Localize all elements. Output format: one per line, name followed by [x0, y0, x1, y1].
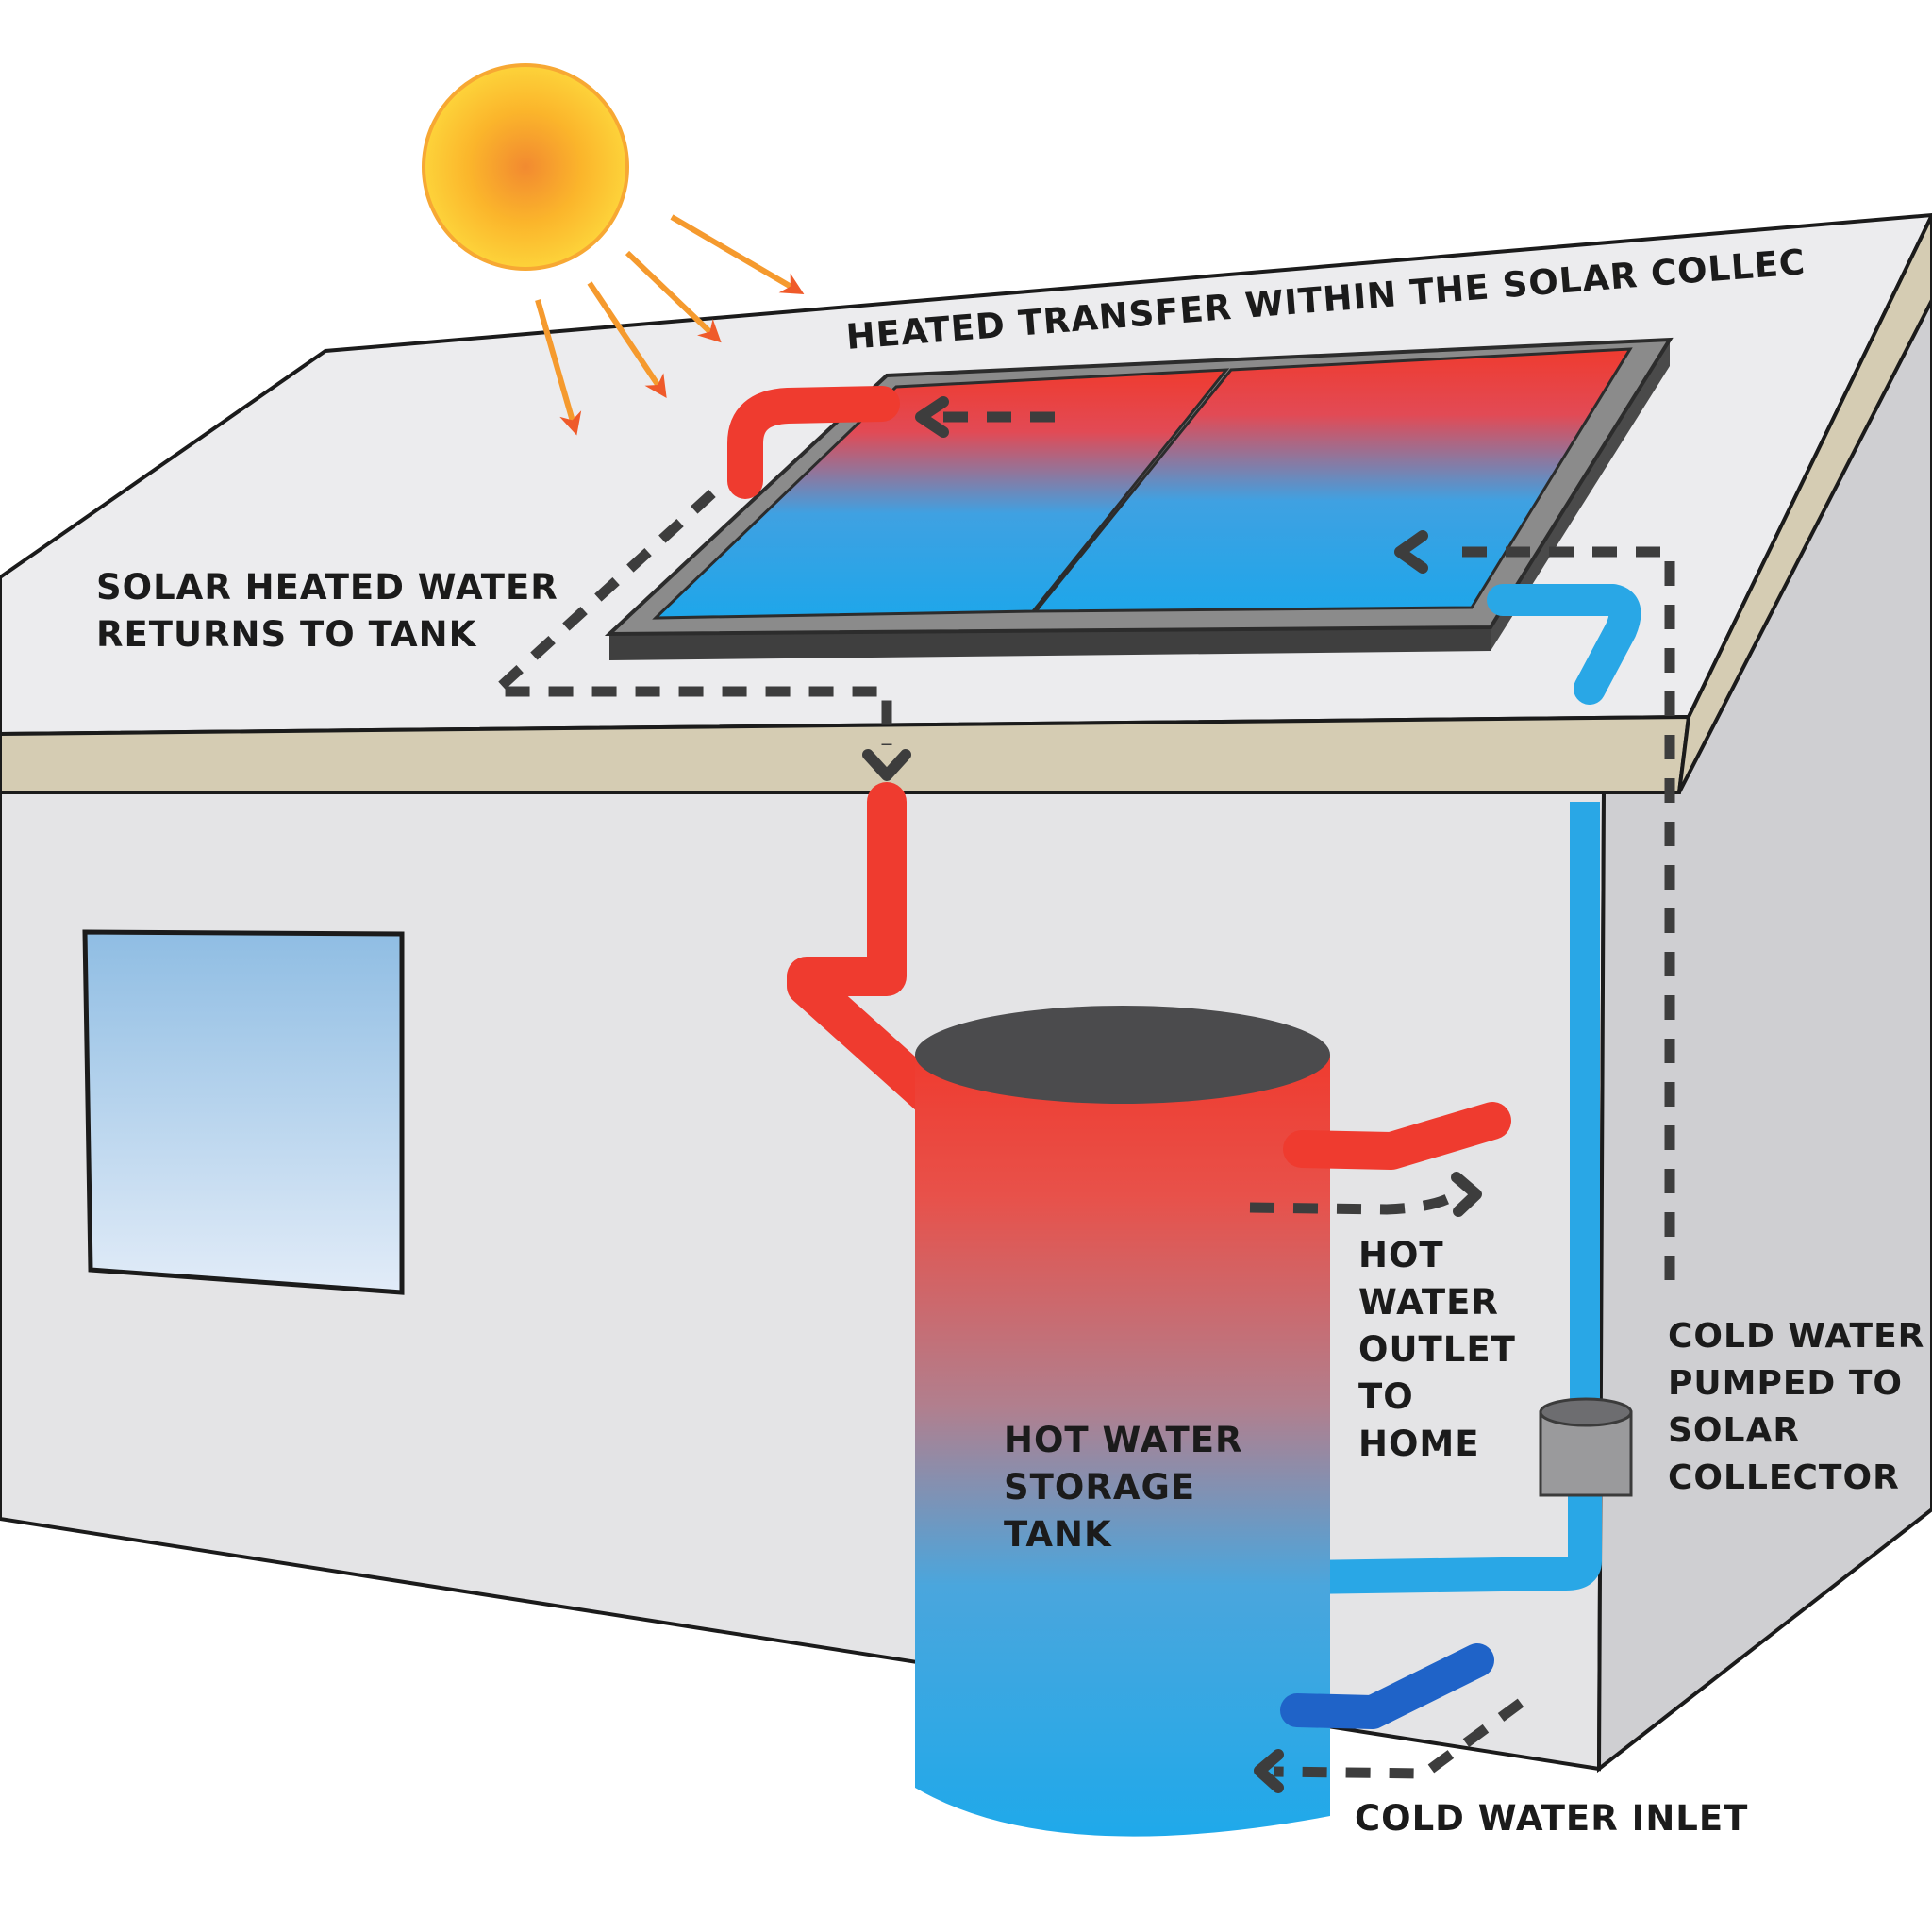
storage-tank-line: HOT WATER [1004, 1420, 1243, 1460]
cold-pumped-line: SOLAR [1668, 1411, 1801, 1450]
hot-outlet-line: HOME [1358, 1424, 1480, 1464]
flow-path-hot-outlet [1249, 1191, 1456, 1215]
arrow-right-icon [1451, 1172, 1482, 1217]
hot-outlet-label: HOT WATER OUTLET TO HOME [1358, 1232, 1516, 1468]
cold-supply-pipe-roof [1487, 584, 1641, 705]
flow-path-return [481, 489, 892, 745]
hot-outlet-line: WATER [1358, 1282, 1499, 1323]
solar-returns-line: RETURNS TO TANK [96, 614, 477, 655]
flow-path-cold-inlet [1273, 1698, 1524, 1779]
storage-tank-line: STORAGE [1004, 1467, 1196, 1507]
flow-indicators [481, 411, 1675, 1779]
sun-rays [535, 214, 805, 436]
flow-arrowheads [862, 396, 1482, 1793]
storage-tank [915, 1006, 1330, 1837]
cold-pumped-line: PUMPED TO [1668, 1364, 1903, 1403]
collector-frame-side [1491, 340, 1670, 651]
arrow-left-icon [915, 396, 949, 438]
flow-path-collector-right [1462, 546, 1675, 1283]
sun-ray-icon [670, 214, 805, 295]
sun-ray-icon [535, 299, 582, 436]
arrow-left-icon [1254, 1749, 1284, 1793]
solar-returns-label: SOLAR HEATED WATER RETURNS TO TANK [96, 564, 558, 658]
hot-outlet-pipe [1283, 1102, 1511, 1170]
sun-icon [422, 63, 629, 271]
storage-tank-label: HOT WATER STORAGE TANK [1004, 1417, 1242, 1558]
hot-outlet-line: OUTLET [1358, 1329, 1516, 1370]
cold-inlet-text: COLD WATER INLET [1355, 1798, 1749, 1839]
sun-ray-icon [625, 250, 722, 343]
collector-frame-shadow [609, 627, 1491, 660]
roof-edge [1677, 214, 1932, 793]
hot-pipe-to-tank [787, 782, 963, 1128]
cold-inlet-label: COLD WATER INLET [1355, 1795, 1748, 1842]
hot-outlet-line: HOT [1358, 1235, 1444, 1275]
cold-pumped-line: COLLECTOR [1668, 1458, 1900, 1497]
arrow-left-icon [1394, 530, 1428, 574]
sun-ray-icon [587, 281, 667, 398]
storage-tank-line: TANK [1004, 1514, 1112, 1555]
pump-top [1539, 1397, 1633, 1427]
cold-pipe-pump-to-tank [1285, 1469, 1602, 1594]
tank-top [915, 1006, 1330, 1104]
collector-panel-left [652, 368, 1230, 620]
hot-return-pipe-roof [727, 386, 900, 499]
arrow-down-icon [862, 749, 911, 781]
cold-pumped-line: COLD WATER [1668, 1317, 1925, 1356]
window [82, 929, 405, 1295]
hot-outlet-line: TO [1358, 1376, 1414, 1417]
collector-panel-right [1032, 347, 1633, 613]
cold-pumped-label: COLD WATER PUMPED TO SOLAR COLLECTOR [1668, 1313, 1924, 1502]
cold-inlet-pipe [1280, 1643, 1494, 1729]
pump-icon [1539, 1397, 1633, 1497]
solar-returns-line: SOLAR HEATED WATER [96, 567, 558, 608]
tank-body [915, 1055, 1330, 1837]
